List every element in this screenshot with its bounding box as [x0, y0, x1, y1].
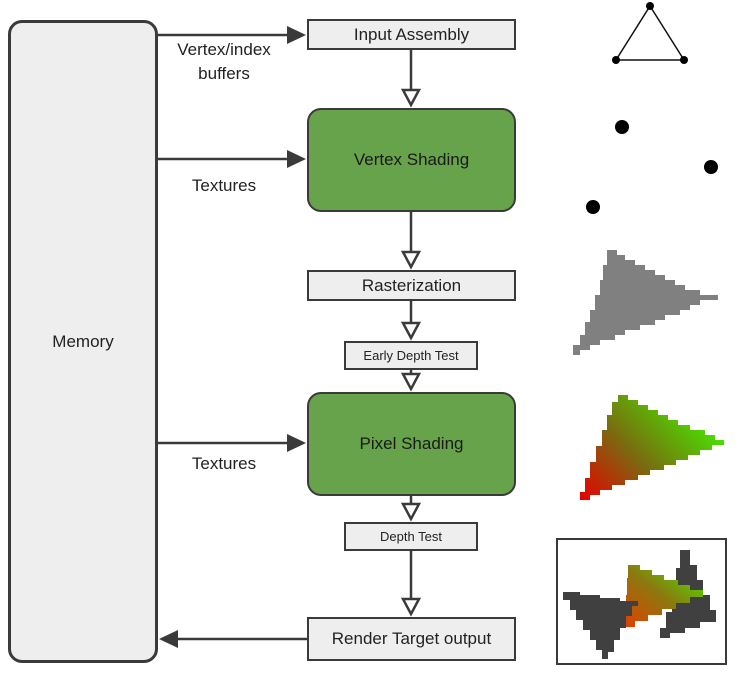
input-assembly-stage: Input Assembly — [307, 19, 516, 50]
input-assembly-label: Input Assembly — [353, 24, 470, 44]
arrowhead-input-assembly — [287, 26, 306, 44]
early-depth-test-label: Early Depth Test — [363, 348, 459, 363]
render-target-composite-icon — [563, 550, 716, 659]
rasterized-triangle-icon — [573, 250, 718, 355]
hollow-head-1 — [400, 88, 422, 108]
hollow-head-3 — [400, 321, 422, 341]
depth-test-stage: Depth Test — [344, 522, 478, 551]
render-target-output-label: Render Target output — [331, 629, 492, 648]
depth-test-label: Depth Test — [380, 529, 442, 544]
memory-label: Memory — [52, 331, 114, 351]
rasterization-stage: Rasterization — [307, 270, 516, 301]
memory-block: Memory — [8, 20, 158, 663]
pixel-shading-stage: Pixel Shading — [307, 392, 516, 496]
hollow-head-4 — [400, 372, 422, 392]
triangle-outline-icon — [612, 2, 688, 64]
textures-vertex-label: Textures — [191, 176, 257, 195]
shaded-triangle-icon — [580, 395, 724, 500]
textures-pixel-label: Textures — [191, 454, 257, 473]
vertex-shading-label: Vertex Shading — [353, 150, 470, 169]
vertices-dots-icon — [586, 120, 718, 214]
hollow-head-6 — [400, 597, 422, 617]
hollow-head-2 — [400, 250, 422, 270]
arrowhead-pixel-shading — [287, 434, 306, 452]
pixel-shading-label: Pixel Shading — [359, 434, 464, 453]
early-depth-test-stage: Early Depth Test — [344, 341, 478, 370]
arrowhead-memory — [159, 630, 178, 648]
vertex-shading-stage: Vertex Shading — [307, 108, 516, 212]
arrowhead-vertex-shading — [287, 150, 306, 168]
vertex-index-buffers-label: Vertex/index buffers — [177, 40, 271, 83]
render-target-output-stage: Render Target output — [307, 617, 516, 661]
hollow-head-5 — [400, 502, 422, 522]
rasterization-label: Rasterization — [361, 275, 462, 295]
